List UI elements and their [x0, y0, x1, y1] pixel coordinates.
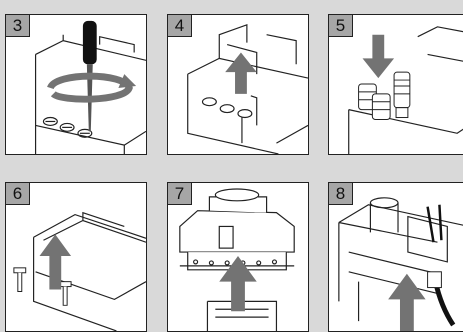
step-number: 6: [5, 182, 30, 205]
step-number: 4: [167, 14, 192, 37]
connect-cables-illustration: [329, 183, 463, 331]
step-panel-3: 3: [5, 14, 147, 155]
step-panel-6: 6: [5, 182, 147, 332]
screw-icon: [14, 268, 71, 305]
step-panel-8: 8: [328, 182, 463, 332]
cable-gland-icon: [359, 72, 410, 119]
up-arrow-icon: [225, 52, 257, 93]
rotate-arrow-icon: [50, 74, 136, 99]
step-panel-4: 4: [167, 14, 309, 155]
step-number: 5: [328, 14, 353, 37]
lift-housing-illustration: [168, 183, 308, 331]
down-arrow-icon: [363, 35, 395, 78]
step-panel-5: 5: [328, 14, 463, 155]
remove-cover-illustration: [6, 183, 146, 331]
step-panel-7: 7: [167, 182, 309, 332]
step-number: 7: [167, 182, 192, 205]
step-number: 8: [328, 182, 353, 205]
step-number: 3: [5, 14, 30, 37]
